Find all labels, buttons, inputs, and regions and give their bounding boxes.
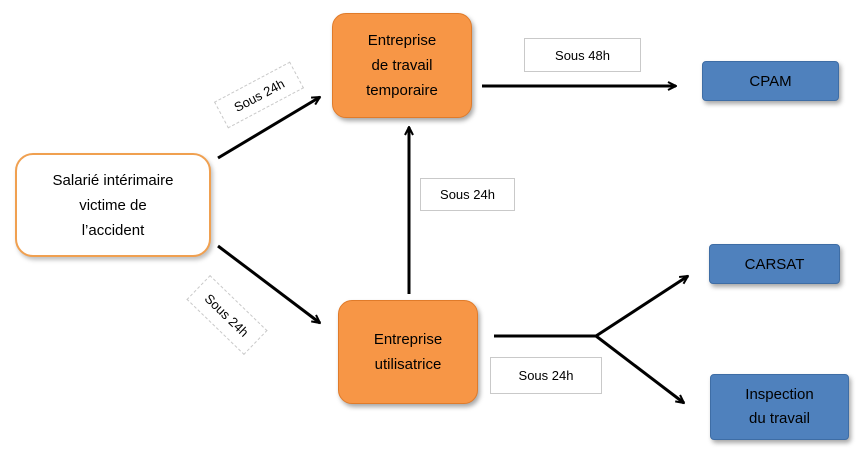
inspection-node: Inspection du travail (710, 374, 849, 440)
temp-agency-node: Entreprise de travail temporaire (332, 13, 472, 118)
arrow-victim-to-user (217, 244, 320, 323)
label-user-to-agency: Sous 24h (420, 178, 515, 211)
arrow-victim-to-agency (217, 95, 320, 160)
carsat-node: CARSAT (709, 244, 840, 284)
arrow-fork-to-carsat (595, 274, 688, 338)
label-user-to-orgs: Sous 24h (490, 357, 602, 394)
user-company-node: Entreprise utilisatrice (338, 300, 478, 404)
cpam-node: CPAM (702, 61, 839, 101)
label-agency-to-cpam: Sous 48h (524, 38, 641, 72)
victim-node: Salarié intérimaire victime de l’acciden… (15, 153, 211, 257)
arrow-fork-to-inspection (595, 334, 684, 403)
